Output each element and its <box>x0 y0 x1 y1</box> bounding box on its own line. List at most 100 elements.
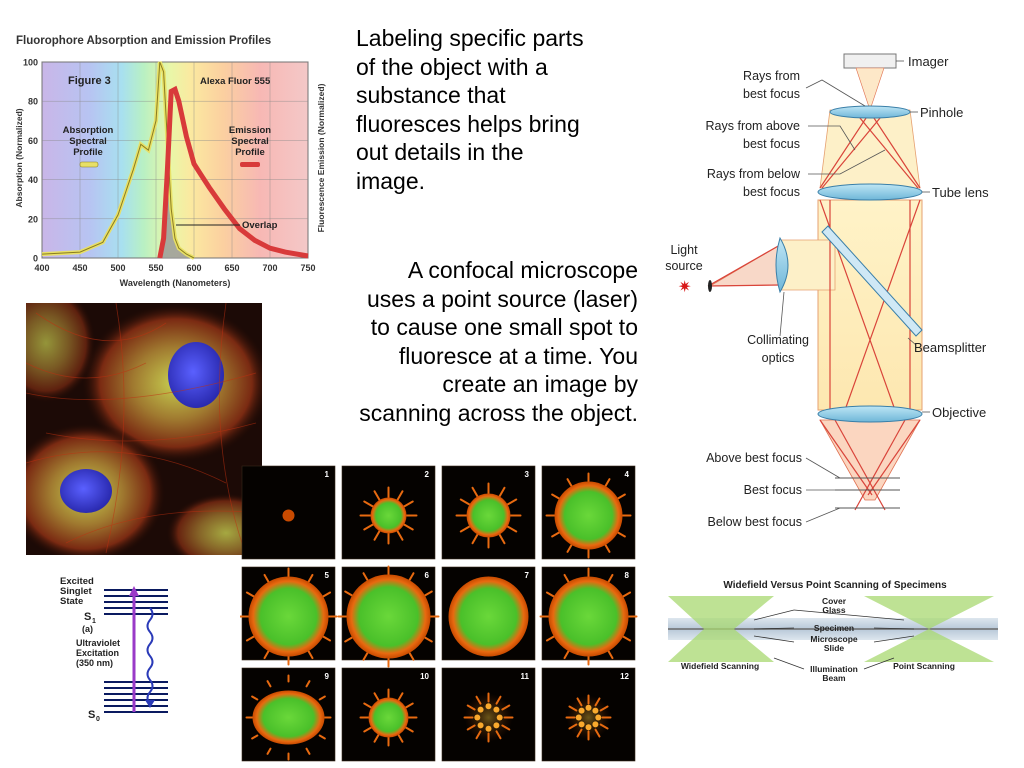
dye-label: Alexa Fluor 555 <box>200 76 271 87</box>
light-rays <box>707 111 921 511</box>
label-imager: Imager <box>908 54 949 69</box>
widefield-beam <box>668 596 774 662</box>
scan-frame-spikes <box>245 674 332 761</box>
label-pinhole: Pinhole <box>920 105 963 120</box>
scan-frame-number: 12 <box>620 672 629 681</box>
scan-frame-number: 4 <box>625 470 630 479</box>
scan-frame-number: 1 <box>325 470 330 479</box>
paragraph-fluorescence-labeling: Labeling specific parts of the object wi… <box>356 25 584 194</box>
a-label: (a) <box>82 624 93 634</box>
y-right-label: Fluorescence Emission (Normalized) <box>316 83 326 232</box>
source-aperture <box>708 280 712 292</box>
cell-nucleus <box>60 469 112 513</box>
label-above-best-focus: Above best focus <box>706 451 802 465</box>
label-beamsplitter: Beamsplitter <box>914 340 987 355</box>
x-tick-label: 700 <box>262 263 277 273</box>
figure-label: Figure 3 <box>68 75 111 87</box>
label-rays-below-2: best focus <box>743 185 800 199</box>
label-rays-below-1: Rays from below <box>707 167 801 181</box>
scan-frame-spikes <box>455 482 522 549</box>
imager <box>843 53 897 69</box>
fluorescent-cell-micrograph <box>26 303 262 555</box>
scan-frame-spikes <box>545 472 632 559</box>
label-illumination-2: Beam <box>822 673 846 683</box>
x-tick-label: 450 <box>72 263 87 273</box>
overlap-label: Overlap <box>242 220 278 231</box>
s1-label: S <box>84 611 91 623</box>
point-scan-beam <box>864 596 994 662</box>
label-below-best-focus: Below best focus <box>708 515 803 529</box>
scan-frame-spikes <box>337 565 440 668</box>
y-tick-label: 100 <box>23 58 38 68</box>
x-tick-label: 550 <box>148 263 163 273</box>
x-tick-label: 400 <box>34 263 49 273</box>
scan-frame: 4 <box>541 465 636 560</box>
scan-frame-number: 11 <box>521 672 530 681</box>
scan-frame: 8 <box>539 566 638 666</box>
scan-frame-number: 2 <box>425 470 430 479</box>
emission-arrowhead <box>145 700 155 708</box>
scan-frame-number: 3 <box>525 470 530 479</box>
excitation-arrowhead <box>129 586 139 596</box>
x-tick-label: 500 <box>110 263 125 273</box>
scan-frame-dots <box>566 695 611 740</box>
chart-x-ticks: 400 450 500 550 600 650 700 750 <box>34 263 315 273</box>
excitation-label-3: (350 nm) <box>76 658 113 668</box>
scan-frame: 9 <box>241 667 336 762</box>
absorption-label-2: Spectral <box>69 136 107 147</box>
x-axis-label: Wavelength (Nanometers) <box>120 278 231 288</box>
x-tick-label: 600 <box>186 263 201 273</box>
y-left-label: Absorption (Normalized) <box>14 108 24 207</box>
fluorescent-spot <box>248 576 329 657</box>
emission-wavy-arrow <box>146 607 154 705</box>
scan-frame-spikes <box>539 567 638 666</box>
label-leader-lines <box>779 60 930 523</box>
label-objective: Objective <box>932 405 986 420</box>
y-tick-label: 40 <box>28 175 38 185</box>
emission-curve <box>157 85 309 259</box>
pinhole <box>829 105 911 119</box>
scan-frame: 2 <box>341 465 436 560</box>
absorption-swatch <box>79 161 99 168</box>
fluorescent-spot <box>252 690 325 745</box>
label-slide-1: Microscope <box>810 634 858 644</box>
x-tick-label: 750 <box>300 263 315 273</box>
emission-label-2: Spectral <box>231 136 269 147</box>
beam-upper <box>819 109 921 189</box>
label-widefield-scanning: Widefield Scanning <box>681 661 759 671</box>
x-tick-label: 650 <box>224 263 239 273</box>
scan-frame-number: 5 <box>325 571 330 580</box>
excited-state-label-3: State <box>60 596 83 607</box>
y-tick-label: 20 <box>28 214 38 224</box>
focus-cone <box>819 419 921 501</box>
s0-energy-levels <box>104 681 168 713</box>
label-cover-glass-1: Cover <box>822 596 847 606</box>
light-source-star-icon: ✷ <box>678 279 691 296</box>
label-light-source-1: Light <box>670 243 698 257</box>
label-specimen: Specimen <box>814 623 854 633</box>
label-collimating-1: Collimating <box>747 333 809 347</box>
scan-frame-number: 7 <box>525 571 530 580</box>
label-light-source-2: source <box>665 259 703 273</box>
absorption-label-3: Profile <box>73 147 103 158</box>
scan-frame: 7 <box>441 566 536 661</box>
fluorophore-spectra-chart: Fluorophore Absorption and Emission Prof… <box>14 35 326 288</box>
scan-frame-number: 6 <box>425 571 430 580</box>
fluorescent-spot <box>554 481 623 550</box>
widefield-title: Widefield Versus Point Scanning of Speci… <box>723 580 947 591</box>
excited-state-label-1: Excited <box>60 576 94 587</box>
fluorescent-spot <box>466 493 511 538</box>
scan-frame-number: 8 <box>625 571 630 580</box>
y-tick-label: 60 <box>28 136 38 146</box>
collimating-lens <box>775 236 789 294</box>
scan-frame-spikes <box>359 486 418 545</box>
s0-label: S <box>88 709 95 721</box>
label-rays-above-2: best focus <box>743 137 800 151</box>
absorption-label-1: Absorption <box>63 125 114 136</box>
scan-frame: 12 <box>541 667 636 762</box>
cytoskeleton-fibers <box>26 303 262 555</box>
fluorescent-spot <box>368 697 409 738</box>
scan-frame-dots <box>464 693 513 742</box>
